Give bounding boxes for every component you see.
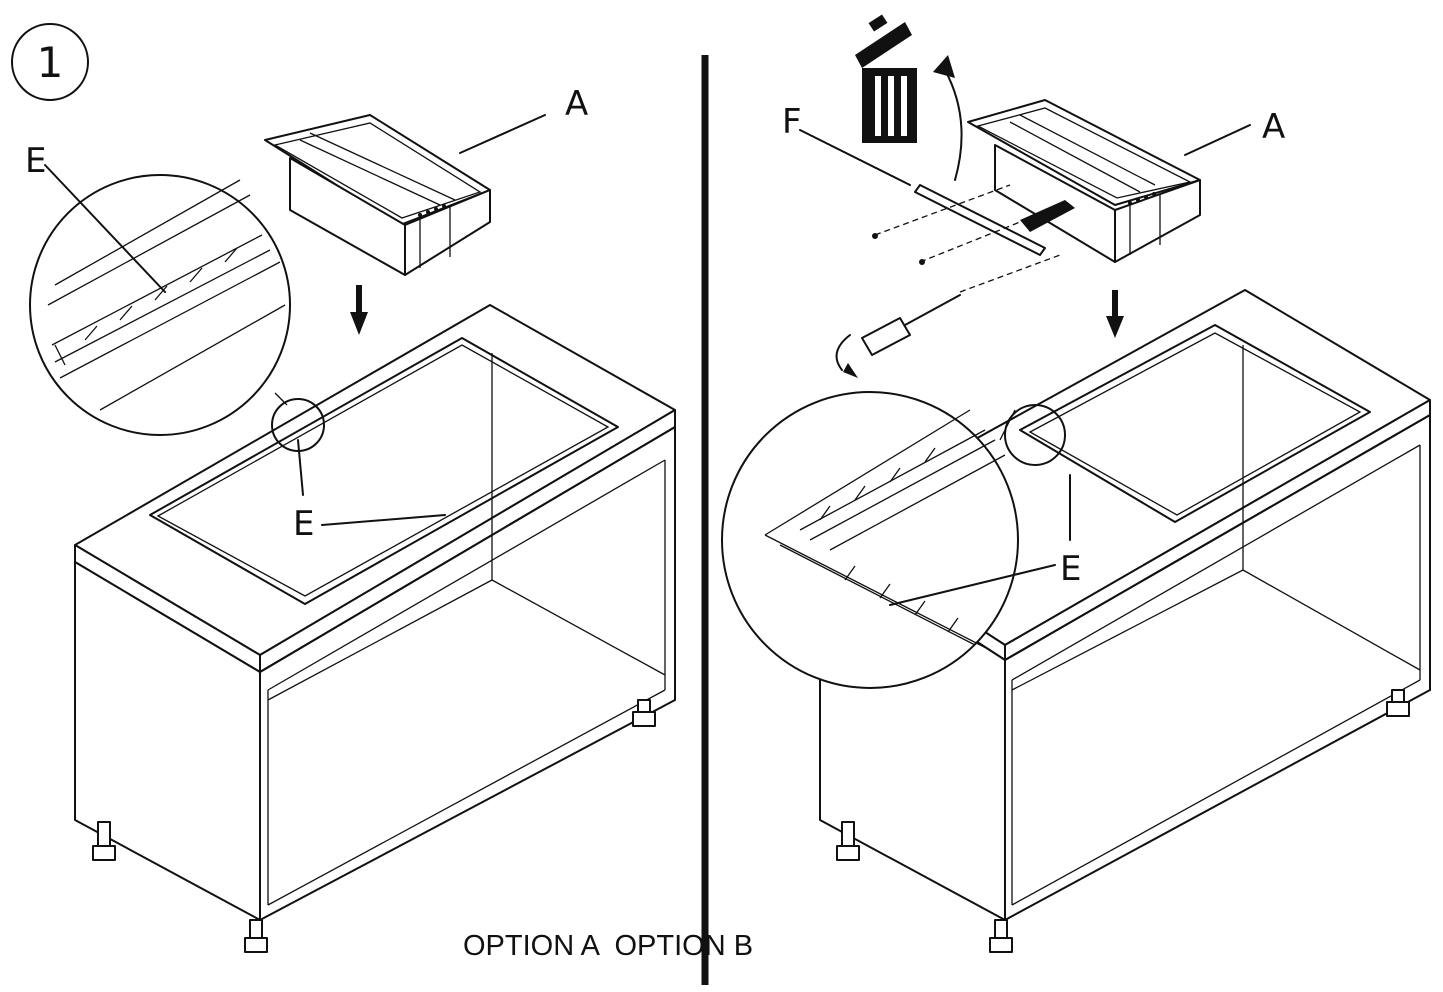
step-number: 1 xyxy=(37,38,64,87)
bracket-f xyxy=(872,184,1075,293)
hob-unit-left xyxy=(264,114,491,276)
down-arrow-icon xyxy=(350,285,368,335)
trash-bin-icon xyxy=(855,14,917,143)
option-a-panel: A xyxy=(25,84,676,953)
label-e-detail-left: E xyxy=(25,141,46,181)
label-f: F xyxy=(782,102,802,142)
option-b-panel: A F xyxy=(721,14,1431,953)
cabinet-left xyxy=(74,304,676,953)
curved-arrow-icon xyxy=(933,55,963,181)
step-badge: 1 xyxy=(11,23,89,101)
screwdriver-icon xyxy=(835,294,961,378)
label-a-left: A xyxy=(565,84,588,124)
leader-e-left-2 xyxy=(321,514,446,526)
option-a-label: OPTION A xyxy=(463,930,599,962)
leader-e-right-2 xyxy=(889,564,1056,606)
leader-e-left-1 xyxy=(297,439,304,496)
label-e-left: E xyxy=(293,504,314,544)
detail-magnifier-left xyxy=(29,174,325,452)
leader-f xyxy=(799,129,911,186)
option-b-label: OPTION B xyxy=(614,930,754,962)
leader-e-detail-left xyxy=(44,164,166,293)
leader-a-right xyxy=(1184,124,1251,156)
label-a-right: A xyxy=(1262,107,1285,147)
down-arrow-icon xyxy=(1106,290,1124,338)
option-caption: OPTION A OPTION B xyxy=(463,930,753,963)
leader-a-left xyxy=(459,114,546,154)
detail-magnifier-right xyxy=(721,391,1066,689)
hob-unit-right xyxy=(967,99,1201,263)
label-e-right: E xyxy=(1060,549,1081,589)
